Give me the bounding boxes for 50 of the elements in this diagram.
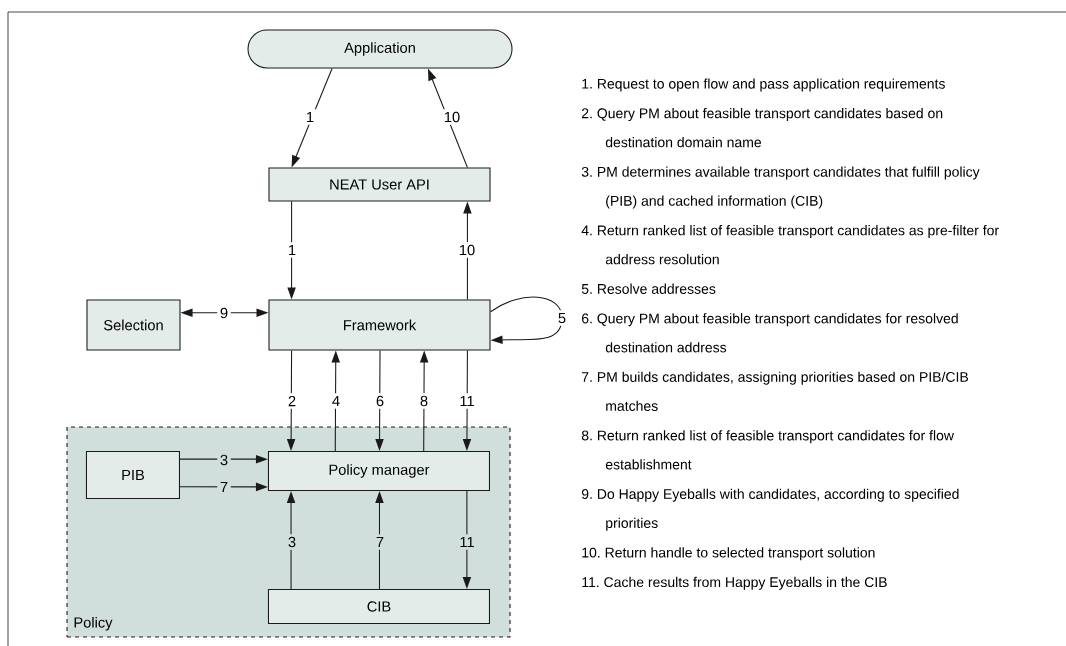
edge-label: 3 — [285, 534, 299, 550]
edge-label: 11 — [456, 393, 478, 409]
edge-label: 2 — [285, 393, 299, 409]
arrow — [427, 68, 468, 168]
edge-label: 1 — [285, 242, 299, 258]
list-item: 7. PM builds candidates, assigning priorities based on PIB/CIB matches — [582, 371, 968, 411]
arrow — [286, 350, 296, 451]
arrow — [331, 350, 340, 452]
process-box: NEAT User API — [268, 167, 491, 202]
list-item: 8. Return ranked list of feasible transport candidates for flow establishment — [581, 430, 954, 470]
arrow — [463, 201, 472, 300]
arrow — [286, 491, 296, 590]
list-item: 9. Do Happy Eyeballs with candidates, according to specified priorities — [581, 488, 959, 531]
edge-label: 3 — [217, 452, 231, 468]
process-box: PIB — [85, 450, 180, 499]
list-item: 11. Cache results from Happy Eyeballs in the CIB — [582, 576, 887, 590]
edge-label: 10 — [456, 242, 478, 258]
edge-label: 6 — [373, 393, 387, 409]
list-item: 5. Resolve addresses — [581, 283, 716, 294]
edge-label: 7 — [217, 479, 231, 495]
edge-label: 10 — [441, 109, 463, 125]
arrow — [419, 350, 429, 452]
list-item: 10. Return handle to selected transport solution — [582, 547, 875, 561]
edge-label: 7 — [373, 534, 387, 550]
list-item: 4. Return ranked list of feasible transport candidates as pre-filter for address resolution — [581, 225, 999, 265]
arrow — [180, 308, 269, 317]
list-item: 1. Request to open flow and pass application requirements — [582, 78, 945, 92]
list-item: 3. PM determines available transport candidates that fulfill policy (PIB) and cached information (CIB) — [581, 166, 980, 209]
terminal-box: Application — [247, 29, 513, 69]
arrow — [462, 490, 472, 589]
arrow — [375, 350, 384, 451]
edge-label: 4 — [329, 393, 343, 409]
arrow — [375, 491, 384, 590]
edge-label: 8 — [417, 393, 431, 409]
process-box: CIB — [267, 588, 490, 624]
arrow — [287, 201, 296, 300]
process-box: Framework — [268, 299, 491, 351]
process-box: Policy manager — [267, 450, 490, 491]
edge-label: 9 — [217, 305, 231, 321]
edge-label: 11 — [456, 534, 478, 550]
edge-label: 1 — [303, 109, 317, 125]
arrow — [291, 68, 333, 168]
edge-label: 5 — [555, 310, 569, 326]
arrow — [179, 454, 268, 464]
list-item: 2. Query PM about feasible transport candidates based on destination domain name — [582, 108, 943, 148]
process-box: Selection — [86, 299, 181, 351]
list-item: 6. Query PM about feasible transport candidates for resolved destination address — [582, 313, 958, 353]
arrow — [179, 482, 268, 492]
arrow — [490, 296, 563, 344]
arrow — [462, 350, 472, 451]
